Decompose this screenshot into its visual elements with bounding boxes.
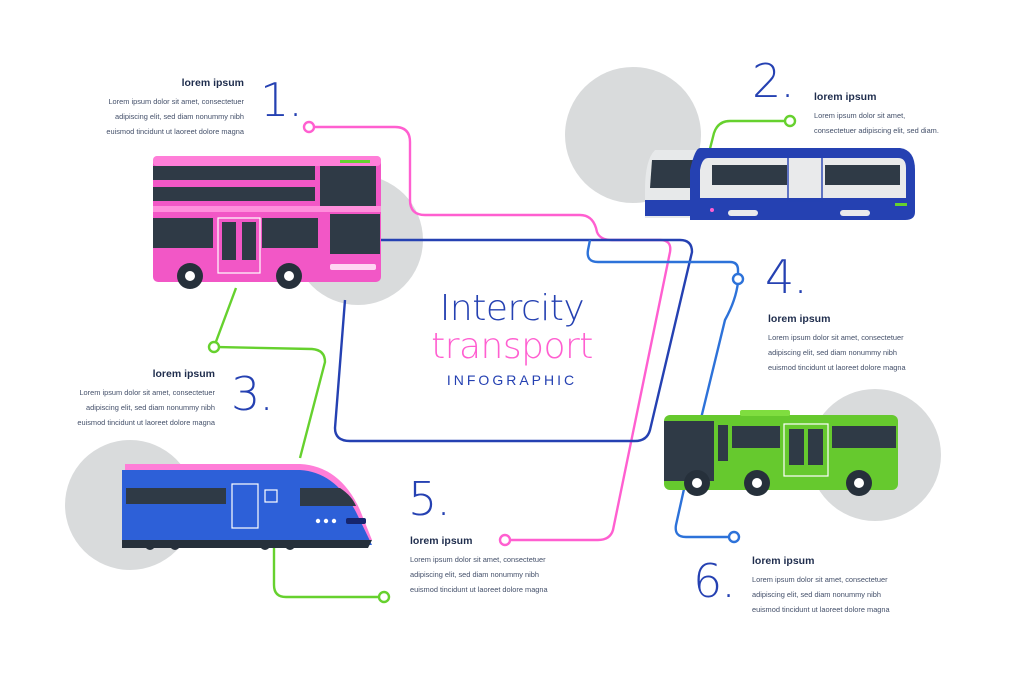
connector-line-green-bottom xyxy=(272,545,383,599)
double-decker-bus-illustration xyxy=(153,156,381,289)
city-bus-illustration xyxy=(664,410,898,496)
high-speed-train-illustration xyxy=(122,464,372,550)
step-5-heading: lorem ipsum xyxy=(410,535,473,547)
step-4-line-2: adipiscing elit, sed diam nonummy nibh xyxy=(768,348,897,357)
step-4-line-1: Lorem ipsum dolor sit amet, consectetuer xyxy=(768,333,904,342)
title-line-1: Intercity xyxy=(439,288,585,329)
step-1-line-3: euismod tincidunt ut laoreet dolore magn… xyxy=(106,127,244,136)
node-2 xyxy=(783,114,797,128)
step-1-text: lorem ipsum Lorem ipsum dolor sit amet, … xyxy=(54,77,244,139)
step-3-text: lorem ipsum Lorem ipsum dolor sit amet, … xyxy=(25,368,215,430)
step-4-text: lorem ipsum Lorem ipsum dolor sit amet, … xyxy=(768,313,958,375)
step-1-line-1: Lorem ipsum dolor sit amet, consectetuer xyxy=(108,97,244,106)
step-6-line-2: adipiscing elit, sed diam nonummy nibh xyxy=(752,590,881,599)
step-1-heading: lorem ipsum xyxy=(181,77,244,89)
title-line-2: transport xyxy=(431,326,593,367)
step-4-number: 4. xyxy=(765,250,808,304)
step-6-line-3: euismod tincidunt ut laoreet dolore magn… xyxy=(752,605,890,614)
step-5-text: lorem ipsum Lorem ipsum dolor sit amet, … xyxy=(410,535,600,597)
node-4 xyxy=(731,272,745,286)
step-2-text: lorem ipsum Lorem ipsum dolor sit amet, … xyxy=(814,91,1004,138)
connector-line-green-top xyxy=(700,119,790,181)
step-6-heading: lorem ipsum xyxy=(752,555,815,567)
tram-illustration xyxy=(645,148,915,220)
step-2-line-2: consectetuer adipiscing elit, sed diam. xyxy=(814,126,939,135)
connector-line-pink xyxy=(309,125,672,542)
step-3-heading: lorem ipsum xyxy=(152,368,215,380)
connector-line-blue-4 xyxy=(586,239,740,278)
step-5-number: 5. xyxy=(408,472,451,526)
connector-line-green-3 xyxy=(212,287,327,459)
node-1 xyxy=(302,120,316,134)
node-5 xyxy=(498,533,512,547)
step-2-line-1: Lorem ipsum dolor sit amet, xyxy=(814,111,906,120)
step-5-line-2: adipiscing elit, sed diam nonummy nibh xyxy=(410,570,539,579)
node-6 xyxy=(727,530,741,544)
step-6-number: 6. xyxy=(693,554,736,608)
step-1-line-2: adipiscing elit, sed diam nonummy nibh xyxy=(115,112,244,121)
step-4-line-3: euismod tincidunt ut laoreet dolore magn… xyxy=(768,363,906,372)
step-6-line-1: Lorem ipsum dolor sit amet, consectetuer xyxy=(752,575,888,584)
step-3-number: 3. xyxy=(231,367,274,421)
step-4-heading: lorem ipsum xyxy=(768,313,831,325)
step-3-line-3: euismod tincidunt ut laoreet dolore magn… xyxy=(77,418,215,427)
node-3 xyxy=(207,340,221,354)
infographic-title: Intercity transport INFOGRAPHIC xyxy=(400,288,624,389)
step-2-heading: lorem ipsum xyxy=(814,91,877,103)
step-3-line-2: adipiscing elit, sed diam nonummy nibh xyxy=(86,403,215,412)
step-5-line-3: euismod tincidunt ut laoreet dolore magn… xyxy=(410,585,548,594)
step-1-number: 1. xyxy=(260,73,303,127)
connector-line-blue-main xyxy=(333,238,694,443)
node-bottom-green xyxy=(377,590,391,604)
title-line-3: INFOGRAPHIC xyxy=(446,372,578,388)
step-6-text: lorem ipsum Lorem ipsum dolor sit amet, … xyxy=(752,555,942,617)
step-3-line-1: Lorem ipsum dolor sit amet, consectetuer xyxy=(79,388,215,397)
step-5-line-1: Lorem ipsum dolor sit amet, consectetuer xyxy=(410,555,546,564)
step-2-number: 2. xyxy=(752,54,795,108)
connector-line-blue-6 xyxy=(674,281,740,539)
